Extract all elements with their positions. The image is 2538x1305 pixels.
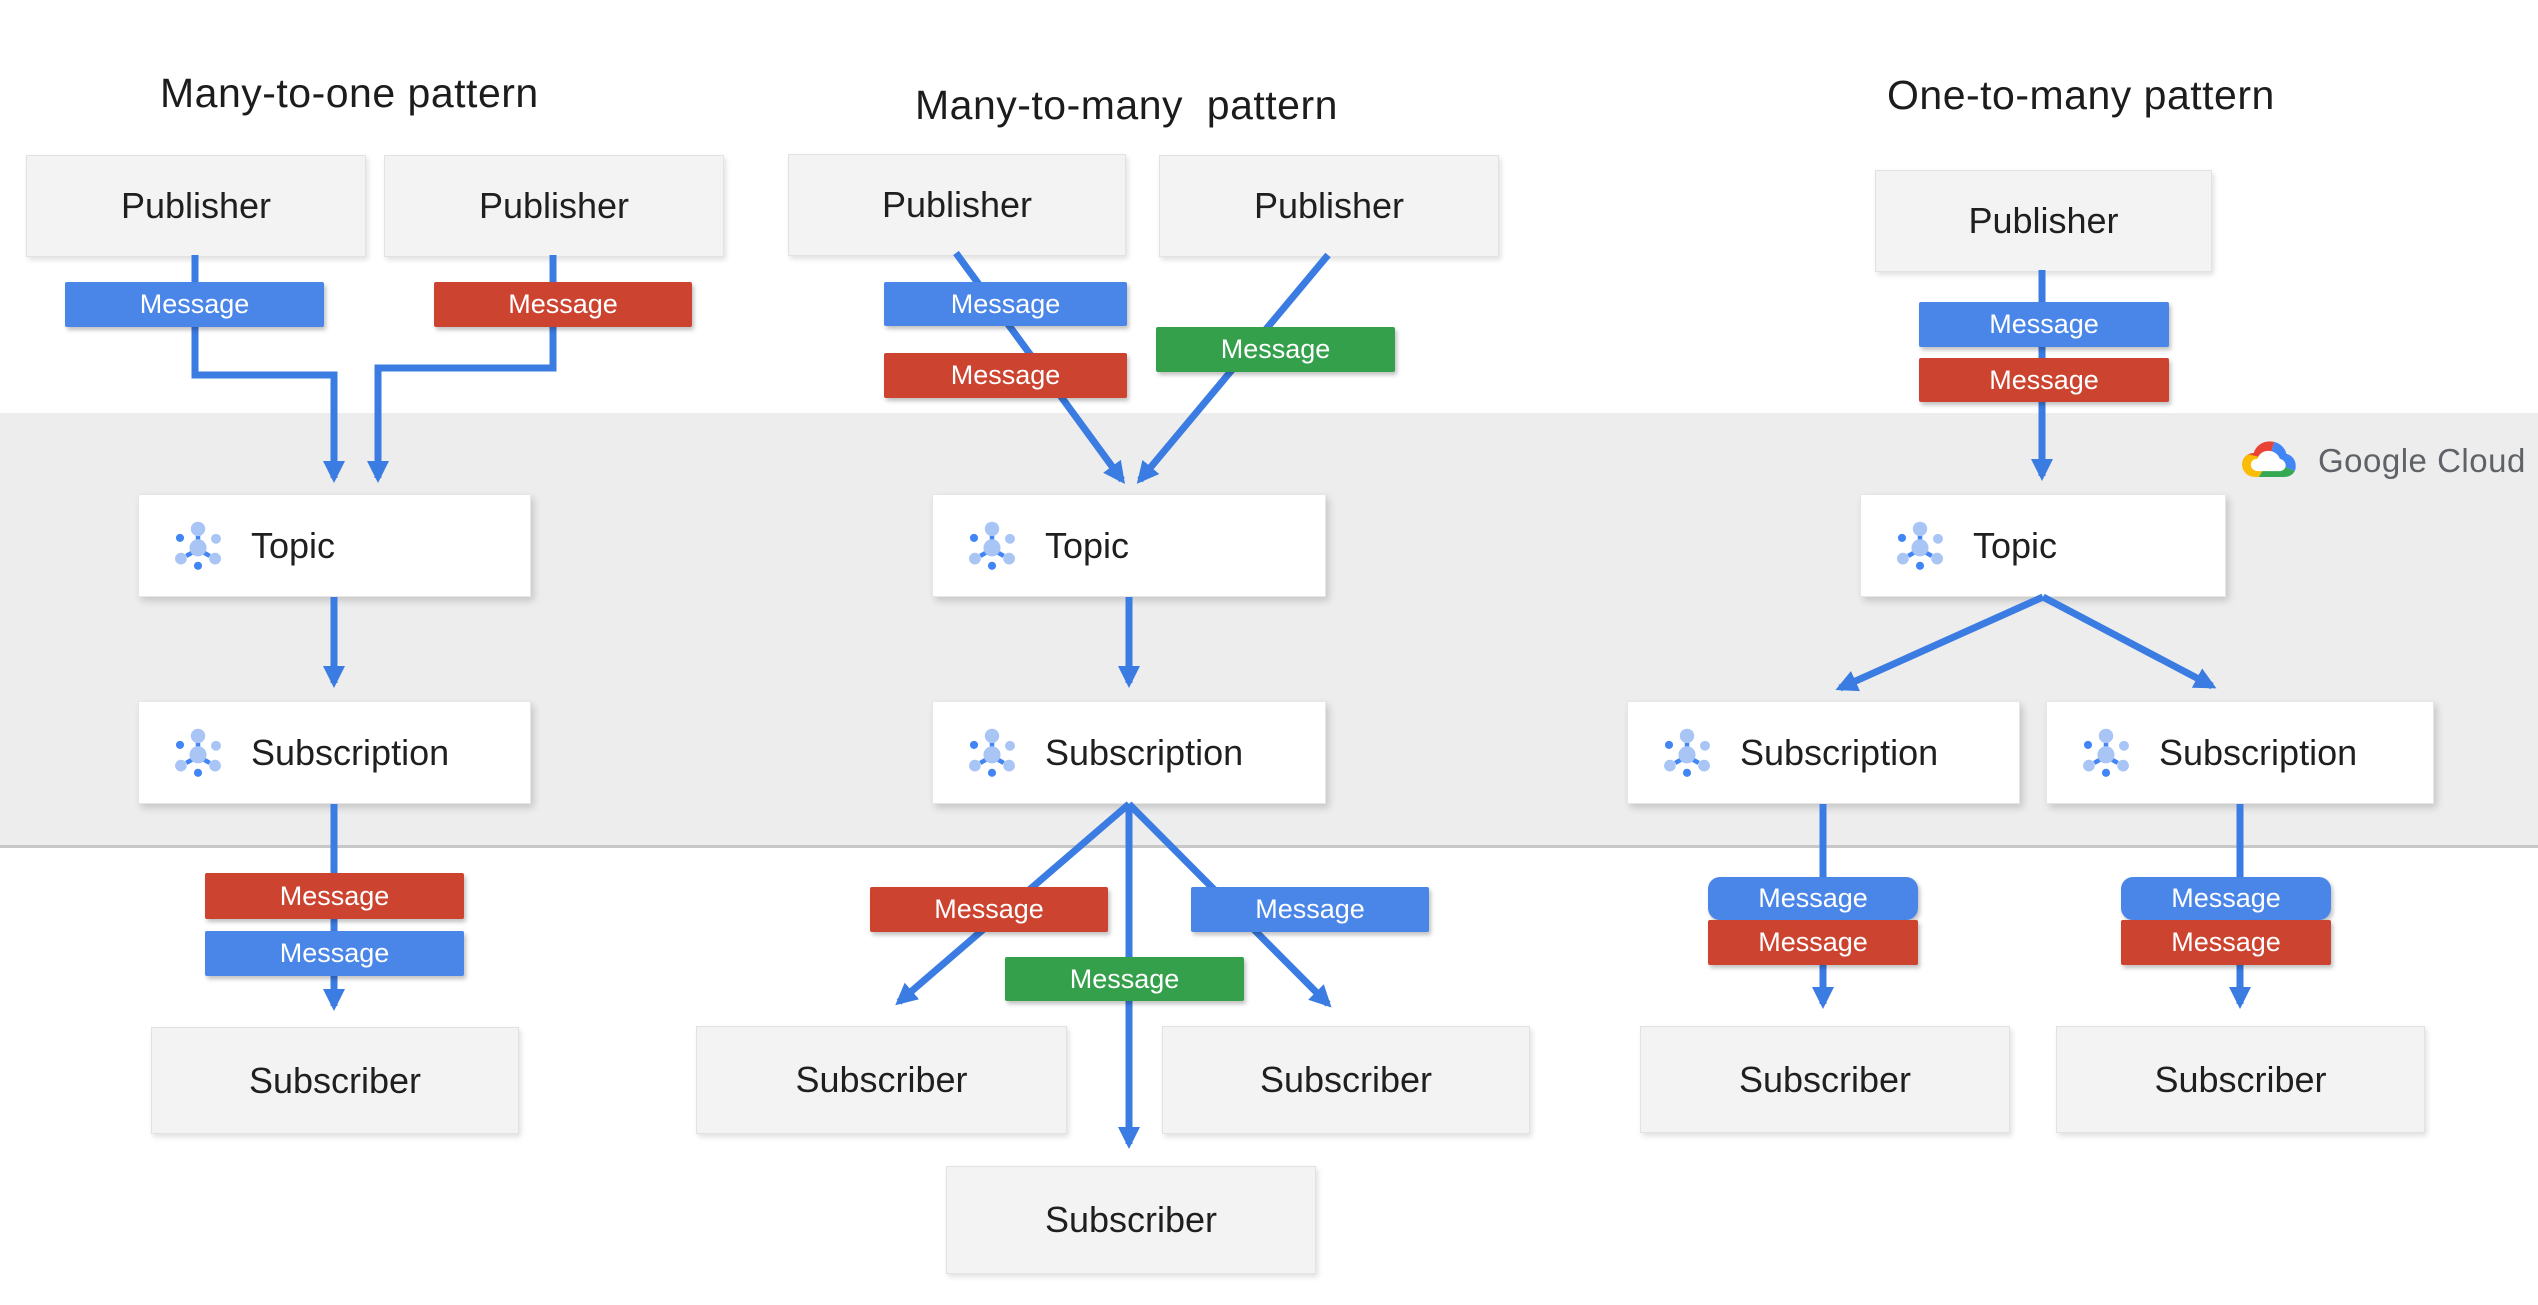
subscription-label: Subscription [1045, 731, 1244, 773]
message-badge-blue: Message [1919, 302, 2169, 347]
publisher-box: Publisher [1159, 155, 1499, 257]
pattern-title-many-to-many: Many-to-many pattern [915, 82, 1338, 128]
message-label: Message [1989, 309, 2099, 339]
message-badge-red: Message [2121, 920, 2331, 965]
publisher-box: Publisher [788, 154, 1126, 256]
pubsub-nodes-icon [1893, 519, 1947, 573]
pattern-title-one-to-many: One-to-many pattern [1887, 72, 2275, 118]
message-label: Message [139, 289, 250, 319]
subscriber-box: Subscriber [946, 1166, 1316, 1274]
topic-box: Topic [932, 494, 1326, 597]
message-label: Message [1255, 894, 1365, 924]
message-badge-green: Message [1005, 957, 1244, 1001]
message-badge-blue: Message [65, 282, 324, 327]
subscription-box: Subscription [138, 701, 531, 804]
publisher-label: Publisher [120, 185, 272, 226]
subscription-box: Subscription [932, 701, 1326, 804]
message-label: Message [1069, 963, 1180, 994]
subscriber-label: Subscriber [1044, 1199, 1218, 1240]
message-badge-blue: Message [1191, 887, 1429, 932]
message-label: Message [279, 938, 390, 968]
message-badge-blue: Message [2121, 877, 2331, 920]
subscriber-label: Subscriber [2154, 1058, 2327, 1100]
message-badge-red: Message [1708, 920, 1918, 965]
message-badge-red: Message [884, 353, 1127, 398]
message-label: Message [2171, 883, 2281, 913]
subscriber-label: Subscriber [1738, 1058, 1912, 1100]
message-badge-blue: Message [884, 282, 1127, 326]
message-label: Message [1989, 364, 2099, 395]
pubsub-nodes-icon [171, 726, 225, 780]
message-label: Message [1220, 334, 1331, 364]
message-label: Message [1758, 883, 1868, 913]
subscriber-box: Subscriber [2056, 1026, 2425, 1133]
subscriber-label: Subscriber [795, 1059, 968, 1100]
subscription-box: Subscription [2046, 701, 2434, 804]
message-badge-blue: Message [1708, 877, 1918, 920]
topic-label: Topic [1973, 524, 2058, 566]
subscriber-label: Subscriber [248, 1059, 422, 1101]
message-badge-red: Message [205, 873, 464, 919]
message-badge-blue: Message [205, 931, 464, 976]
topic-box: Topic [138, 494, 531, 597]
topic-label: Topic [251, 524, 336, 566]
message-label: Message [508, 289, 618, 319]
subscriber-box: Subscriber [1162, 1026, 1530, 1134]
subscription-label: Subscription [251, 731, 450, 773]
google-cloud-logo-text: Google Cloud [2318, 442, 2526, 479]
message-label: Message [950, 288, 1061, 319]
publisher-label: Publisher [478, 185, 630, 226]
publisher-box: Publisher [384, 155, 724, 257]
subscriber-label: Subscriber [1259, 1059, 1433, 1100]
publisher-label: Publisher [1968, 200, 2119, 241]
topic-label: Topic [1045, 524, 1130, 566]
message-label: Message [950, 360, 1061, 390]
pattern-title-many-to-one: Many-to-one pattern [160, 70, 539, 116]
message-badge-red: Message [434, 282, 692, 327]
message-badge-red: Message [1919, 358, 2169, 402]
pubsub-nodes-icon [2079, 726, 2133, 780]
topic-box: Topic [1860, 494, 2226, 597]
subscription-label: Subscription [1740, 731, 1939, 773]
publisher-label: Publisher [881, 184, 1033, 225]
message-badge-red: Message [870, 887, 1108, 932]
subscription-label: Subscription [2159, 731, 2358, 773]
pubsub-nodes-icon [965, 726, 1019, 780]
pubsub-nodes-icon [1660, 726, 1714, 780]
pubsub-nodes-icon [965, 519, 1019, 573]
subscriber-box: Subscriber [1640, 1026, 2010, 1133]
message-badge-green: Message [1156, 327, 1395, 372]
message-label: Message [934, 894, 1044, 924]
pubsub-nodes-icon [171, 519, 225, 573]
subscriber-box: Subscriber [151, 1027, 519, 1134]
publisher-box: Publisher [1875, 170, 2212, 272]
message-label: Message [279, 880, 390, 911]
google-cloud-logo-icon [2242, 441, 2296, 477]
subscription-box: Subscription [1627, 701, 2020, 804]
publisher-box: Publisher [26, 155, 366, 257]
message-label: Message [2171, 927, 2281, 957]
google-cloud-logo: Google Cloud [2240, 437, 2526, 485]
publisher-label: Publisher [1253, 185, 1405, 226]
subscriber-box: Subscriber [696, 1026, 1067, 1134]
message-label: Message [1758, 927, 1868, 957]
